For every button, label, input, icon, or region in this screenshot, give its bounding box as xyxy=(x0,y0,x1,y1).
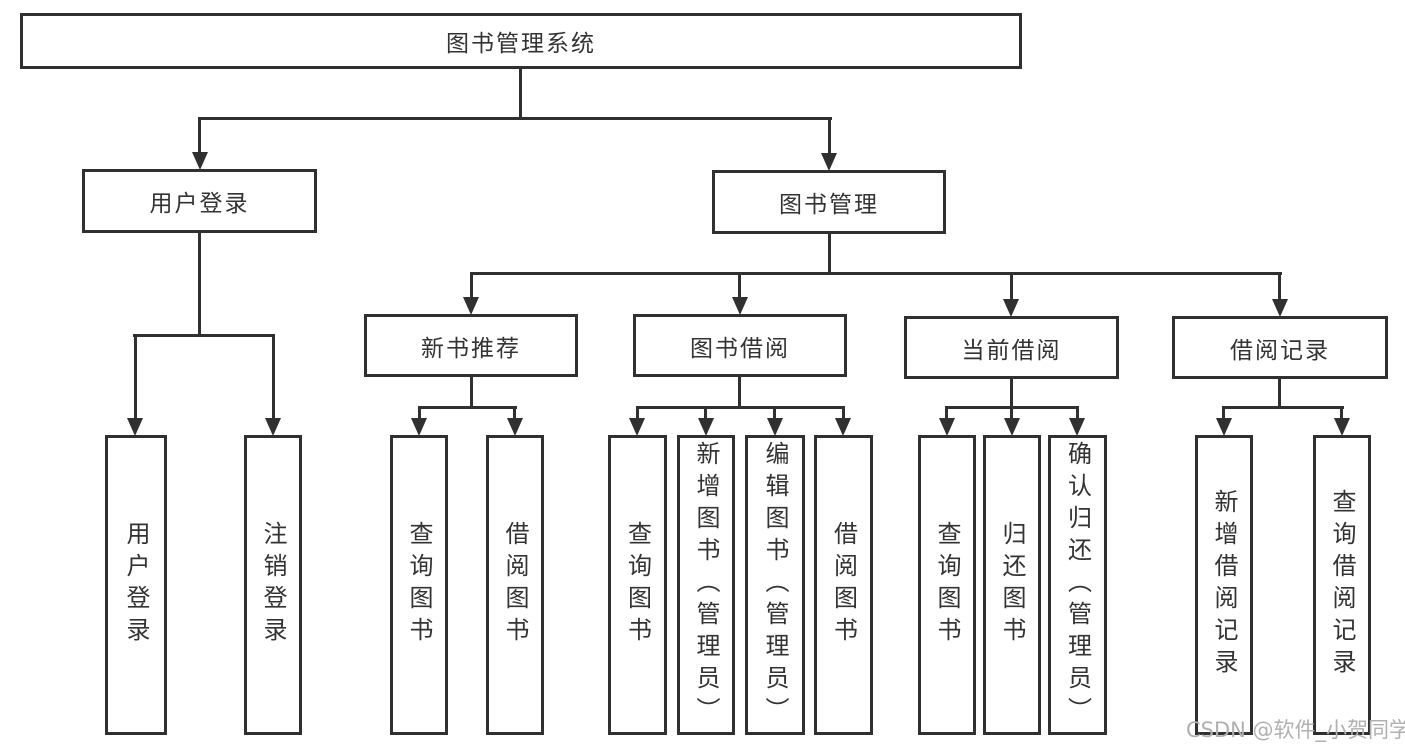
connector-leaf-stem xyxy=(704,406,707,420)
leaf-confirm-return-admin: 确认归还（管理员） xyxy=(1048,435,1107,735)
arrow-down-icon xyxy=(835,418,851,436)
arrow-down-icon xyxy=(127,418,143,436)
node-current-borrowing: 当前借阅 xyxy=(904,316,1119,379)
arrow-down-icon xyxy=(265,418,281,436)
leaf-logout-label: 注销登录 xyxy=(259,521,287,649)
leaf-search-books-2-label: 查询图书 xyxy=(623,521,652,649)
arrow-down-icon xyxy=(1069,418,1085,436)
connector-leaf-stem xyxy=(1222,406,1225,420)
connector-root-to-book-management xyxy=(828,117,831,154)
leaf-search-books-3-label: 查询图书 xyxy=(933,521,961,649)
leaf-logout: 注销登录 xyxy=(244,435,302,735)
arrow-down-icon xyxy=(939,418,955,436)
leaf-edit-books-admin-label: 编辑图书（管理员） xyxy=(761,441,789,729)
connector-to-current-borrowing xyxy=(1010,272,1013,301)
arrow-down-icon xyxy=(1004,418,1020,436)
node-root: 图书管理系统 xyxy=(20,13,1022,69)
connector-leaf-stem xyxy=(418,406,421,420)
arrow-down-icon xyxy=(507,418,523,436)
node-book-borrowing-label: 图书借阅 xyxy=(690,335,790,362)
leaf-borrow-books-2: 借阅图书 xyxy=(814,435,873,735)
connector-to-leaf-user-login xyxy=(134,334,137,419)
node-user-login: 用户登录 xyxy=(82,169,317,233)
node-user-login-label: 用户登录 xyxy=(149,191,250,217)
leaf-user-login: 用户登录 xyxy=(105,435,167,735)
arrow-down-icon xyxy=(1272,299,1288,317)
arrow-down-icon xyxy=(629,418,645,436)
connector-book-borrowing-stem xyxy=(738,377,741,409)
node-current-borrowing-label: 当前借阅 xyxy=(961,337,1062,364)
connector-new-book-recommend-stem xyxy=(470,377,473,409)
connector-book-management-branch xyxy=(470,272,1282,275)
leaf-add-borrow-record-label: 新增借阅记录 xyxy=(1210,489,1238,681)
leaf-borrow-books-2-label: 借阅图书 xyxy=(829,521,858,649)
leaf-user-login-label: 用户登录 xyxy=(122,521,150,649)
connector-leaf-stem xyxy=(1340,406,1343,420)
node-borrowing-records-label: 借阅记录 xyxy=(1230,337,1330,364)
leaf-search-books-1: 查询图书 xyxy=(390,435,448,735)
node-borrowing-records: 借阅记录 xyxy=(1172,316,1388,379)
connector-root-to-user-login xyxy=(198,117,201,154)
node-new-book-recommend-label: 新书推荐 xyxy=(421,335,521,362)
watermark: CSDN @软件_小贺同学 xyxy=(1186,718,1405,742)
node-book-management-label: 图书管理 xyxy=(779,192,879,218)
connector-to-leaf-logout xyxy=(272,334,275,419)
connector-to-borrowing-records xyxy=(1278,272,1281,301)
connector-user-login-stem xyxy=(198,233,201,336)
connector-leaf-stem xyxy=(945,406,948,420)
connector-root-stem xyxy=(519,69,522,119)
leaf-search-borrow-record: 查询借阅记录 xyxy=(1313,435,1371,735)
leaf-search-books-2: 查询图书 xyxy=(608,435,667,735)
arrow-down-icon xyxy=(732,297,748,315)
leaf-search-books-3: 查询图书 xyxy=(918,435,976,735)
connector-new-book-recommend-branch xyxy=(418,406,517,409)
connector-leaf-stem xyxy=(773,406,776,420)
arrow-down-icon xyxy=(821,153,837,171)
leaf-confirm-return-admin-label: 确认归还（管理员） xyxy=(1063,441,1092,729)
arrow-down-icon xyxy=(1003,299,1019,317)
leaf-add-books-admin-label: 新增图书（管理员） xyxy=(692,441,720,729)
node-book-borrowing: 图书借阅 xyxy=(633,314,847,377)
connector-leaf-stem xyxy=(1076,406,1079,420)
node-book-management: 图书管理 xyxy=(712,170,946,234)
arrow-down-icon xyxy=(767,418,783,436)
connector-book-management-stem xyxy=(828,234,831,275)
connector-book-borrowing-branch xyxy=(636,406,845,409)
leaf-return-books: 归还图书 xyxy=(983,435,1041,735)
leaf-return-books-label: 归还图书 xyxy=(998,521,1026,649)
leaf-add-borrow-record: 新增借阅记录 xyxy=(1195,435,1253,735)
leaf-edit-books-admin: 编辑图书（管理员） xyxy=(745,435,805,735)
connector-leaf-stem xyxy=(513,406,516,420)
connector-to-new-book-recommend xyxy=(470,272,473,299)
connector-leaf-stem xyxy=(842,406,845,420)
arrow-down-icon xyxy=(1334,418,1350,436)
node-root-label: 图书管理系统 xyxy=(446,31,596,57)
arrow-down-icon xyxy=(411,418,427,436)
connector-to-book-borrowing xyxy=(738,272,741,299)
arrow-down-icon xyxy=(1216,418,1232,436)
node-new-book-recommend: 新书推荐 xyxy=(364,314,578,377)
connector-user-login-branch xyxy=(133,334,275,337)
leaf-borrow-books-1-label: 借阅图书 xyxy=(501,521,529,649)
connector-leaf-stem xyxy=(1010,406,1013,420)
leaf-search-books-1-label: 查询图书 xyxy=(405,521,433,649)
leaf-add-books-admin: 新增图书（管理员） xyxy=(677,435,735,735)
leaf-borrow-books-1: 借阅图书 xyxy=(486,435,544,735)
arrow-down-icon xyxy=(698,418,714,436)
connector-borrowing-records-branch xyxy=(1223,406,1344,409)
connector-root-branch xyxy=(198,117,832,120)
connector-current-borrowing-stem xyxy=(1010,379,1013,409)
leaf-search-borrow-record-label: 查询借阅记录 xyxy=(1328,489,1356,681)
arrow-down-icon xyxy=(463,297,479,315)
arrow-down-icon xyxy=(192,152,208,170)
connector-leaf-stem xyxy=(636,406,639,420)
connector-borrowing-records-stem xyxy=(1278,379,1281,409)
